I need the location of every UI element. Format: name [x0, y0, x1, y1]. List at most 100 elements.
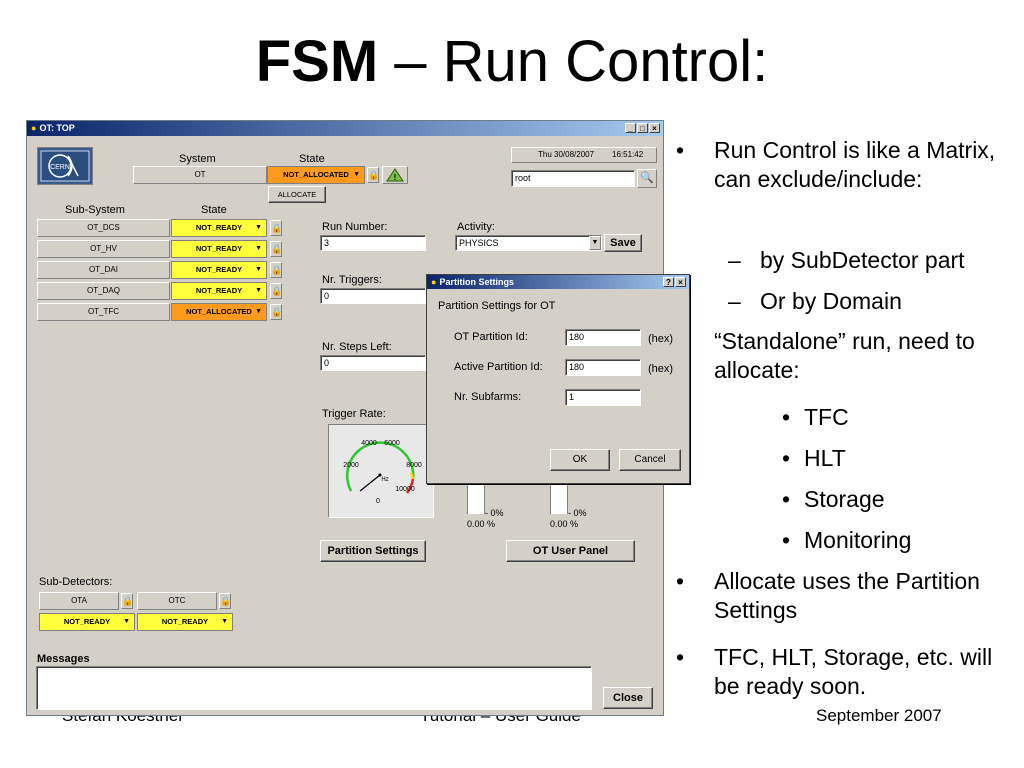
window-title: OT: TOP — [39, 123, 75, 133]
subsystem-ot-dai[interactable]: OT_DAI — [37, 261, 170, 279]
standalone-run-text: “Standalone” run, need to allocate: — [714, 328, 975, 383]
dialog-heading: Partition Settings for OT — [438, 300, 556, 312]
bar-gauge-1-pct: - 0% — [485, 508, 504, 518]
active-partition-id-unit: (hex) — [648, 363, 674, 375]
chevron-down-icon: ▼ — [255, 245, 262, 252]
subsystem-ot-daq[interactable]: OT_DAQ — [37, 282, 170, 300]
ot-partition-id-field[interactable]: 180 — [565, 329, 641, 346]
triggers-label: Nr. Triggers: — [322, 274, 382, 286]
chevron-down-icon: ▼ — [123, 618, 130, 625]
save-button[interactable]: Save — [604, 234, 642, 252]
dash-marker: – — [728, 288, 741, 314]
subsystem-ot-tfc-state[interactable]: NOT_ALLOCATED▼ — [171, 303, 267, 321]
subsystem-ot-dcs-state[interactable]: NOT_READY▼ — [171, 219, 267, 237]
cancel-button[interactable]: Cancel — [619, 449, 681, 471]
activity-select[interactable]: PHYSICS ▼ — [455, 235, 602, 251]
minimize-button[interactable]: _ — [625, 123, 636, 133]
key-icon: 🔍 — [640, 172, 654, 184]
bar-gauge-2-value: 0.00 % — [550, 519, 579, 529]
gauge-needle — [359, 474, 381, 492]
system-header: System — [179, 153, 216, 165]
warning-button[interactable]: ! — [382, 166, 408, 184]
subsystem-ot-daq-state[interactable]: NOT_READY▼ — [171, 282, 267, 300]
allocate-item-tfc: TFC — [804, 404, 849, 430]
cern-logo-icon: CERN — [40, 150, 90, 182]
dialog-title: Partition Settings — [439, 277, 514, 287]
gauge-tick-2000: 2000 — [343, 462, 359, 469]
messages-area[interactable] — [36, 666, 592, 710]
subdetector-ota-state[interactable]: NOT_READY▼ — [39, 613, 135, 631]
run-number-field[interactable]: 3 — [320, 235, 426, 251]
run-number-label: Run Number: — [322, 221, 388, 233]
subsystem-header: Sub-System — [65, 204, 125, 216]
chevron-down-icon: ▼ — [353, 171, 360, 178]
footer-date: September 2007 — [816, 706, 942, 725]
system-state-dropdown[interactable]: NOT_ALLOCATED ▼ — [267, 166, 365, 184]
bar-gauge-1-value: 0.00 % — [467, 519, 496, 529]
bullet-allocate-partition: Allocate uses the Partition Settings — [714, 568, 980, 623]
close-window-button[interactable]: × — [649, 123, 660, 133]
steps-label: Nr. Steps Left: — [322, 341, 392, 353]
system-name[interactable]: OT — [133, 166, 267, 184]
lock-icon[interactable]: 🔒 — [270, 241, 282, 257]
close-button[interactable]: Close — [603, 687, 653, 709]
state-value: NOT_READY — [195, 223, 243, 232]
trigger-rate-label: Trigger Rate: — [322, 408, 386, 420]
bullet-marker: • — [782, 445, 791, 471]
state-header: State — [299, 153, 325, 165]
lock-icon[interactable]: 🔒 — [270, 283, 282, 299]
state-value: NOT_READY — [195, 244, 243, 253]
ok-button[interactable]: OK — [550, 449, 610, 471]
allocate-item-storage: Storage — [804, 486, 885, 512]
dash-marker: – — [728, 247, 741, 273]
ot-user-panel-button[interactable]: OT User Panel — [506, 540, 635, 562]
allocate-button[interactable]: ALLOCATE — [268, 186, 326, 203]
subsystem-ot-dcs[interactable]: OT_DCS — [37, 219, 170, 237]
help-button[interactable]: ? — [663, 277, 674, 287]
subsystem-ot-tfc[interactable]: OT_TFC — [37, 303, 170, 321]
maximize-button[interactable]: □ — [637, 123, 648, 133]
active-partition-id-field[interactable]: 180 — [565, 359, 641, 376]
user-field[interactable]: root — [511, 170, 635, 187]
bullet-ready-soon: TFC, HLT, Storage, etc. will be ready so… — [714, 644, 993, 699]
dialog-close-icon[interactable]: × — [675, 277, 686, 287]
partition-settings-button[interactable]: Partition Settings — [320, 540, 426, 562]
subfarms-field[interactable]: 1 — [565, 389, 641, 406]
gauge-tick-8000: 8000 — [406, 462, 422, 469]
lock-icon[interactable]: 🔒 — [270, 262, 282, 278]
dialog-titlebar[interactable]: ●Partition Settings ? × — [427, 275, 689, 289]
subsystem-ot-dai-state[interactable]: NOT_READY▼ — [171, 261, 267, 279]
sub-bullet-subdetector: by SubDetector part — [760, 247, 965, 273]
subdetector-ota[interactable]: OTA — [39, 592, 119, 610]
window-app-icon: ● — [31, 123, 37, 133]
lock-icon[interactable]: 🔒 — [219, 593, 231, 609]
activity-value: PHYSICS — [459, 238, 499, 248]
triggers-field[interactable]: 0 — [320, 288, 426, 304]
chevron-down-icon[interactable]: ▼ — [589, 236, 601, 250]
subdetector-otc-state[interactable]: NOT_READY▼ — [137, 613, 233, 631]
system-lock-icon[interactable]: 🔒 — [367, 167, 379, 183]
bullet-marker: • — [676, 568, 685, 594]
bullet-marker: • — [676, 644, 685, 670]
chevron-down-icon: ▼ — [255, 266, 262, 273]
lock-icon[interactable]: 🔒 — [270, 304, 282, 320]
chevron-down-icon: ▼ — [221, 618, 228, 625]
fsm-top-window: ●OT: TOP _ □ × CERN System State OT NOT_… — [26, 120, 664, 716]
date-text: Thu 30/08/2007 — [538, 150, 595, 159]
subdetector-otc[interactable]: OTC — [137, 592, 217, 610]
user-key-button[interactable]: 🔍 — [637, 169, 657, 188]
lock-icon[interactable]: 🔒 — [121, 593, 133, 609]
bullet-marker: • — [782, 527, 791, 553]
lock-icon[interactable]: 🔒 — [270, 220, 282, 236]
state-value: NOT_READY — [195, 286, 243, 295]
window-titlebar[interactable]: ●OT: TOP _ □ × — [27, 121, 663, 136]
cern-logo: CERN — [37, 147, 93, 185]
steps-field[interactable]: 0 — [320, 355, 426, 371]
bullet-run-control: Run Control is like a Matrix, can exclud… — [714, 137, 996, 192]
system-state-value: NOT_ALLOCATED — [283, 170, 349, 179]
subsystem-ot-hv-state[interactable]: NOT_READY ▼ — [171, 240, 267, 258]
bullet-marker: • — [782, 486, 791, 512]
active-partition-id-label: Active Partition Id: — [454, 361, 543, 373]
gauge-tick-0: 0 — [376, 498, 380, 505]
subsystem-ot-hv[interactable]: OT_HV — [37, 240, 170, 258]
